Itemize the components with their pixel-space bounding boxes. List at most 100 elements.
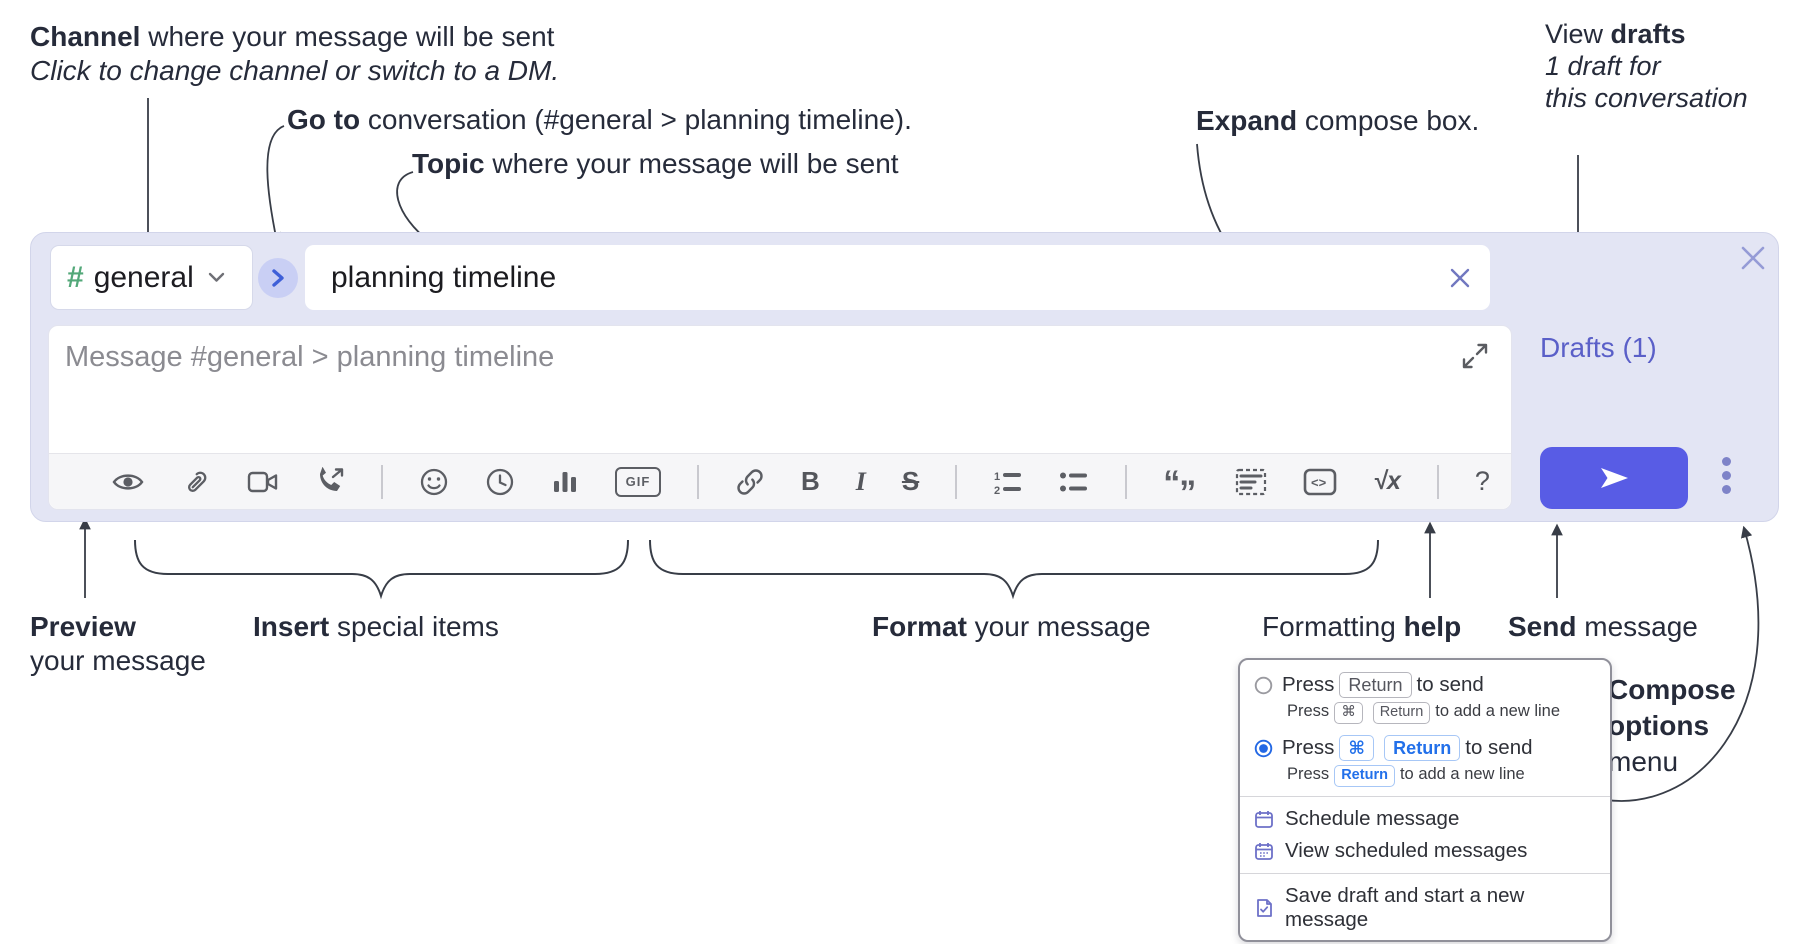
return-key: Return [1339, 672, 1412, 699]
calendar-grid-icon [1255, 842, 1273, 860]
radio-unselected-icon[interactable] [1254, 676, 1273, 695]
popup-divider [1240, 795, 1610, 797]
video-call-icon[interactable] [247, 470, 279, 494]
poll-icon[interactable] [551, 468, 579, 496]
annotation-drafts-line2: 1 draft for [1545, 51, 1661, 81]
clear-topic-icon[interactable] [1448, 266, 1472, 290]
quote-close-glyph: ” [1179, 473, 1197, 512]
annotation-compose-line1: Compose [1608, 674, 1736, 705]
channel-hash-icon: # [67, 260, 84, 294]
expand-compose-icon[interactable] [1461, 342, 1489, 370]
channel-name: general [93, 260, 194, 294]
chevron-down-icon [208, 272, 224, 282]
annotation-format-rest: your message [966, 611, 1151, 642]
math-icon[interactable]: √x [1373, 467, 1401, 495]
annotation-formatting-help: Formatting help [1262, 610, 1461, 644]
topic-input[interactable]: planning timeline [305, 245, 1490, 310]
annotation-help-pre: Formatting [1262, 611, 1404, 642]
quote-icon[interactable]: “ ” [1163, 464, 1199, 512]
annotation-format-bold: Format [872, 611, 967, 642]
preview-icon[interactable] [111, 470, 145, 494]
goto-arrow [266, 125, 285, 245]
option1-sub-tail: to add a new line [1435, 702, 1561, 721]
annotation-topic-rest: where your message will be sent [484, 148, 899, 179]
link-icon[interactable] [735, 467, 765, 497]
annotation-compose-line2: options [1608, 710, 1710, 741]
option2-sub-press: Press [1287, 765, 1330, 784]
popup-divider [1240, 872, 1610, 874]
numbered-list-icon[interactable]: 1 2 [993, 469, 1023, 495]
toolbar-divider [1125, 464, 1128, 499]
message-input-area[interactable]: Message #general > planning timeline [48, 325, 1512, 512]
annotation-preview: Preview your message [30, 610, 206, 678]
annotation-insert-bold: Insert [253, 611, 330, 642]
annotation-send-rest: message [1576, 611, 1698, 642]
message-placeholder: Message #general > planning timeline [65, 341, 555, 373]
send-button[interactable] [1540, 447, 1688, 509]
annotation-compose-line3: menu [1608, 746, 1679, 777]
annotation-format: Format your message [872, 610, 1151, 644]
annotation-preview-line2: your message [30, 645, 206, 676]
gif-icon[interactable]: GIF [615, 466, 661, 497]
toolbar-divider [1436, 464, 1439, 499]
annotation-send: Send message [1508, 610, 1698, 644]
format-brace [649, 539, 1379, 600]
code-icon[interactable]: <> [1303, 468, 1337, 496]
option1-press: Press [1282, 673, 1335, 696]
italic-icon[interactable]: I [855, 466, 866, 496]
strikethrough-icon[interactable]: S [901, 466, 920, 496]
toolbar-divider [955, 464, 958, 499]
option2-sub-tail: to add a new line [1399, 765, 1525, 784]
spoiler-icon[interactable] [1235, 468, 1267, 496]
menu-item-save-draft[interactable]: Save draft and start a new message [1240, 880, 1610, 936]
code-glyph: <> [1311, 475, 1327, 490]
compose-options-button[interactable] [1722, 457, 1731, 494]
return-key: Return [1384, 734, 1461, 762]
channel-selector[interactable]: # general [50, 245, 253, 310]
audio-call-icon[interactable] [315, 466, 345, 497]
drafts-link[interactable]: Drafts (1) [1540, 332, 1657, 363]
annotation-topic-bold: Topic [412, 148, 485, 179]
formatting-help-icon[interactable]: ? [1474, 466, 1490, 496]
calendar-icon [1255, 810, 1273, 828]
svg-text:1: 1 [994, 471, 1000, 483]
radio-selected-icon[interactable] [1254, 739, 1273, 758]
bulleted-list-icon[interactable] [1059, 469, 1089, 495]
kebab-dot [1722, 485, 1731, 494]
kebab-dot [1722, 471, 1731, 480]
return-key: Return [1334, 765, 1395, 787]
close-compose-icon[interactable] [1738, 243, 1768, 273]
send-plane-icon [1601, 468, 1628, 488]
attach-file-icon[interactable] [181, 467, 211, 497]
chevron-right-icon [272, 269, 284, 287]
quote-open-glyph: “ [1163, 463, 1181, 502]
menu-item-schedule-message[interactable]: Schedule message [1240, 803, 1610, 835]
schedule-clock-icon[interactable] [485, 467, 515, 497]
go-to-conversation-button[interactable] [258, 258, 298, 298]
compose-toolbar: GIF B I S 1 2 [49, 453, 1511, 512]
insert-brace [134, 539, 629, 600]
annotation-goto-rest: conversation (#general > planning timeli… [360, 104, 912, 135]
menu-item-view-scheduled[interactable]: View scheduled messages [1240, 835, 1610, 867]
topic-value: planning timeline [331, 260, 557, 294]
kebab-dot [1722, 457, 1731, 466]
toolbar-divider [697, 464, 699, 499]
annotation-drafts-pre: View [1545, 19, 1611, 49]
annotation-send-bold: Send [1508, 611, 1577, 642]
view-scheduled-label: View scheduled messages [1285, 838, 1528, 862]
annotation-goto-bold: Go to [287, 104, 361, 135]
emoji-icon[interactable] [419, 467, 449, 497]
annotation-compose-options: Compose options menu [1608, 672, 1736, 780]
annotation-expand-rest: compose box. [1297, 105, 1480, 136]
annotation-insert-rest: special items [329, 611, 499, 642]
save-draft-label: Save draft and start a new message [1285, 883, 1525, 931]
annotation-goto: Go to conversation (#general > planning … [287, 103, 912, 137]
cmd-key: ⌘ [1334, 702, 1363, 724]
toolbar-divider [381, 464, 383, 499]
bold-icon[interactable]: B [801, 466, 820, 496]
draft-check-icon [1257, 899, 1272, 917]
